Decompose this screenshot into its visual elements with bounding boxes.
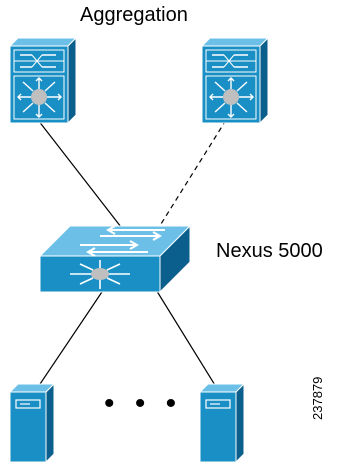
ellipsis-more-servers: • • • [104, 387, 183, 420]
nexus-5000-label: Nexus 5000 [216, 240, 323, 262]
server-left[interactable] [8, 382, 56, 464]
aggregation-switch-left[interactable] [8, 36, 78, 125]
server-right[interactable] [198, 382, 246, 464]
aggregation-switch-right[interactable] [200, 36, 270, 125]
aggregation-label: Aggregation [80, 4, 188, 26]
figure-id-label: 237879 [310, 376, 325, 420]
link-left-agg-to-nexus [37, 119, 129, 237]
nexus-5000-switch[interactable] [38, 224, 192, 294]
link-nexus-to-left-server [35, 279, 111, 391]
link-nexus-to-right-server [149, 279, 219, 391]
links [35, 119, 227, 391]
link-right-agg-to-nexus-dashed [155, 119, 227, 233]
